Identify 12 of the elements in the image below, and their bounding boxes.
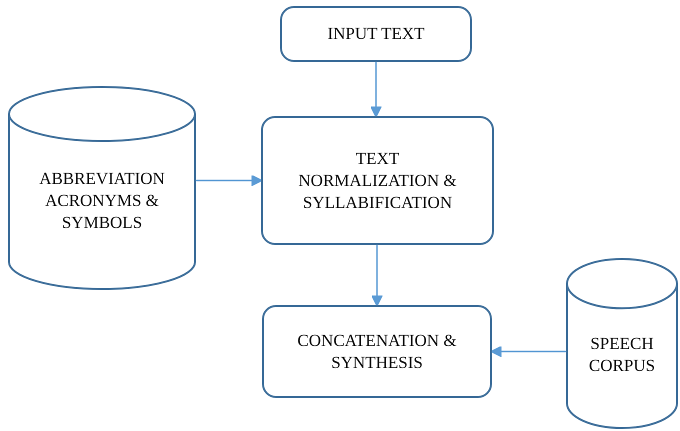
arrow bbox=[370, 62, 382, 118]
node-label: ABBREVIATION ACRONYMS & SYMBOLS bbox=[38, 168, 166, 234]
process-box bbox=[280, 6, 472, 62]
arrow bbox=[371, 245, 383, 307]
node-label: SPEECH CORPUS bbox=[588, 332, 656, 376]
arrow bbox=[196, 174, 263, 186]
node-label: TEXT NORMALIZATION & SYLLABIFICATION bbox=[297, 148, 458, 214]
process-box bbox=[261, 116, 494, 245]
arrow bbox=[490, 346, 566, 358]
process-box bbox=[262, 305, 492, 398]
node-label: INPUT TEXT bbox=[327, 23, 425, 45]
node-label: CONCATENATION & SYNTHESIS bbox=[297, 330, 457, 374]
